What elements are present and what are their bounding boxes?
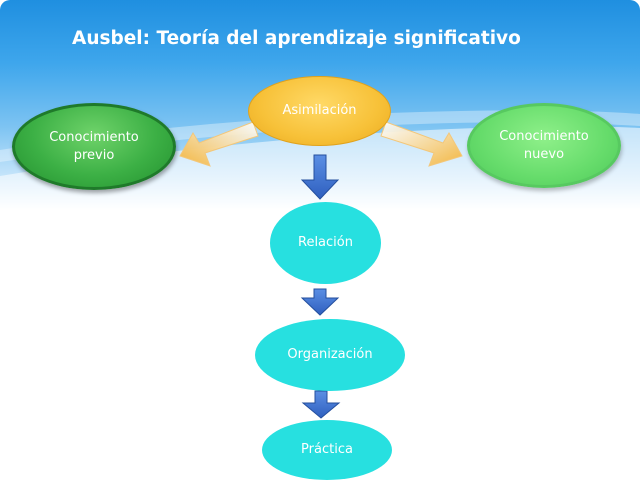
down-arrow-icon	[300, 154, 340, 200]
node-organization-label: Organización	[287, 347, 373, 362]
node-prior-knowledge: Conocimiento previo	[12, 103, 176, 190]
node-new-knowledge: Conocimiento nuevo	[467, 103, 621, 188]
down-arrow-icon	[301, 390, 341, 419]
node-practice-label: Práctica	[301, 442, 353, 457]
slide-title: Ausbel: Teoría del aprendizaje significa…	[72, 28, 521, 49]
node-practice: Práctica	[262, 420, 392, 480]
node-assimilation-label: Asimilación	[282, 103, 357, 118]
arrow-to-new-icon	[380, 121, 463, 167]
node-new-knowledge-line1: Conocimiento	[499, 128, 589, 144]
node-prior-knowledge-line1: Conocimiento	[49, 129, 139, 145]
node-relation-label: Relación	[298, 235, 353, 250]
down-arrow-icon	[300, 288, 340, 316]
node-relation: Relación	[270, 202, 381, 284]
node-assimilation: Asimilación	[248, 76, 391, 146]
arrow-to-prior-icon	[179, 121, 259, 167]
node-organization: Organización	[255, 319, 405, 391]
node-prior-knowledge-line2: previo	[73, 147, 115, 163]
node-new-knowledge-line2: nuevo	[523, 146, 565, 162]
